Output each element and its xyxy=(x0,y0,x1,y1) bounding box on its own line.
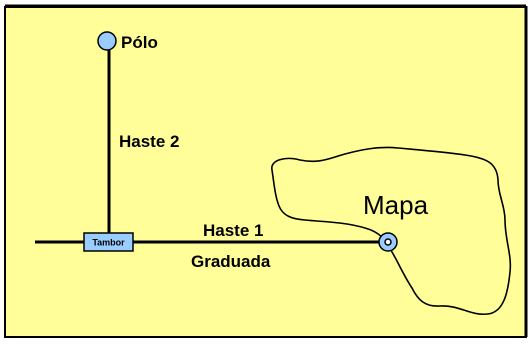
pole-icon xyxy=(97,31,117,51)
rod-1-sublabel: Graduada xyxy=(191,252,271,271)
pole-label: Pólo xyxy=(121,33,158,52)
drum-label: Tambor xyxy=(92,238,125,248)
diagram-panel xyxy=(4,6,527,338)
drum-box xyxy=(83,232,134,252)
tracer-center-icon xyxy=(384,238,392,246)
map-outline xyxy=(271,146,512,315)
map-label: Mapa xyxy=(363,190,429,220)
rod-2-label: Haste 2 xyxy=(119,132,179,151)
rod-1-label: Haste 1 xyxy=(203,221,263,240)
